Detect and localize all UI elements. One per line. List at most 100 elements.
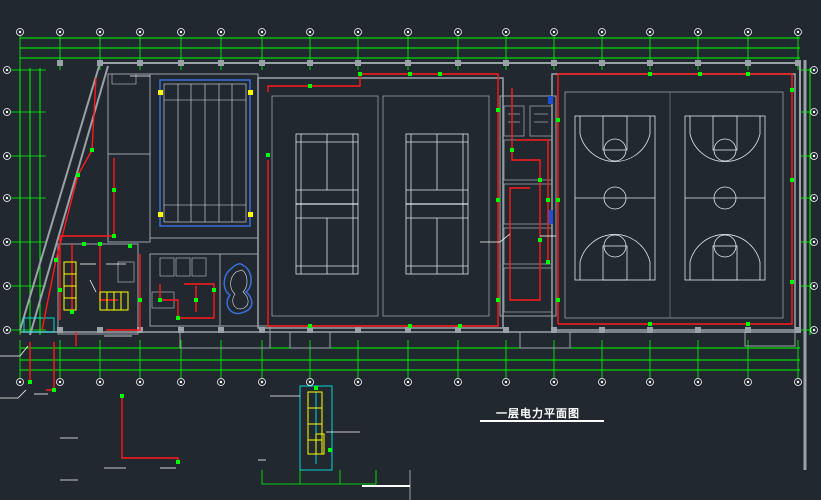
power-outlet-icon: [648, 322, 652, 326]
power-outlet-icon: [556, 298, 560, 302]
axis-bubble-dot: [504, 30, 508, 34]
circle-axis-marker-icon: [550, 28, 558, 36]
axis-bubble-dot: [552, 30, 556, 34]
stair-main: [299, 385, 333, 471]
column-marker: [405, 327, 411, 333]
axis-bubble-dot: [648, 380, 652, 384]
power-outlet-icon: [90, 148, 94, 152]
power-outlet-icon: [496, 198, 500, 202]
axis-bubble-dot: [5, 110, 9, 114]
circle-axis-marker-icon: [56, 378, 64, 386]
axis-bubble-dot: [5, 240, 9, 244]
power-outlet-icon: [176, 316, 180, 320]
axis-bubble-dot: [138, 380, 142, 384]
power-outlet-icon: [546, 198, 550, 202]
power-outlet-icon: [556, 118, 560, 122]
power-outlet-icon: [546, 260, 550, 264]
circle-axis-marker-icon: [694, 378, 702, 386]
power-outlet-icon: [496, 298, 500, 302]
power-outlet-icon: [698, 72, 702, 76]
riser-marker-2: [548, 96, 553, 104]
power-outlet-icon: [408, 324, 412, 328]
axis-bubble-dot: [812, 240, 816, 244]
power-outlet-icon: [76, 173, 80, 177]
axis-dimension-lines: [19, 37, 811, 371]
circle-axis-marker-icon: [598, 28, 606, 36]
circle-axis-marker-icon: [794, 28, 802, 36]
power-outlet-icon: [52, 388, 56, 392]
power-outlet-icon: [138, 298, 142, 302]
power-outlet-icon: [308, 324, 312, 328]
column-marker: [57, 327, 63, 333]
axis-bubbles-top: [16, 28, 802, 36]
stair-dimension: [261, 470, 377, 485]
axis-bubble-dot: [219, 380, 223, 384]
axis-bubble-dot: [356, 30, 360, 34]
circle-axis-marker-icon: [794, 378, 802, 386]
power-outlet-icon: [112, 188, 116, 192]
axis-bubble-dot: [812, 110, 816, 114]
power-outlet-icon: [128, 244, 132, 248]
power-outlet-icon: [82, 242, 86, 246]
axis-bubble-dot: [308, 30, 312, 34]
axis-bubble-dot: [260, 380, 264, 384]
column-marker: [745, 60, 751, 66]
axis-bubble-dot: [219, 30, 223, 34]
column-marker: [647, 327, 653, 333]
distribution-panels: [63, 261, 325, 455]
column-marker: [307, 60, 313, 66]
circle-axis-marker-icon: [454, 28, 462, 36]
column-marker: [218, 327, 224, 333]
drawing-title: 一层电力平面图: [496, 407, 580, 420]
service-core-rooms: [503, 105, 553, 313]
riser-marker: [548, 210, 553, 224]
power-outlet-icon: [408, 72, 412, 76]
axis-bubble-dot: [98, 380, 102, 384]
axis-bubble-dot: [696, 30, 700, 34]
power-outlet-icon: [648, 72, 652, 76]
power-outlet-icon: [746, 72, 750, 76]
column-marker: [695, 60, 701, 66]
circle-axis-marker-icon: [404, 378, 412, 386]
column-marker: [599, 60, 605, 66]
axis-bubble-dot: [812, 328, 816, 332]
circle-axis-marker-icon: [136, 28, 144, 36]
circle-axis-marker-icon: [16, 378, 24, 386]
axis-bubble-dot: [5, 328, 9, 332]
power-outlets: [28, 72, 794, 464]
axis-bubble-dot: [456, 30, 460, 34]
circle-axis-marker-icon: [550, 378, 558, 386]
column-marker: [503, 60, 509, 66]
column-marker: [647, 60, 653, 66]
circle-axis-marker-icon: [694, 28, 702, 36]
power-outlet-icon: [438, 72, 442, 76]
axis-bubbles-bottom: [16, 378, 802, 386]
power-outlet-icon: [194, 298, 198, 302]
column-marker: [551, 60, 557, 66]
axis-bubble-dot: [5, 68, 9, 72]
column-marker: [455, 327, 461, 333]
axis-bubble-dot: [456, 380, 460, 384]
power-outlet-icon: [790, 178, 794, 182]
axis-bubble-dot: [812, 68, 816, 72]
axis-bubble-dot: [5, 196, 9, 200]
power-outlet-icon: [496, 108, 500, 112]
axis-bubble-dot: [600, 380, 604, 384]
power-outlet-icon: [176, 460, 180, 464]
power-outlet-icon: [212, 288, 216, 292]
power-outlet-icon: [538, 238, 542, 242]
column-marker: [745, 327, 751, 333]
column-marker: [795, 327, 801, 333]
power-outlet-icon: [510, 148, 514, 152]
circle-axis-marker-icon: [96, 378, 104, 386]
axis-bubble-dot: [18, 30, 22, 34]
drawing-title-underline: [480, 420, 604, 422]
column-marker: [97, 327, 103, 333]
column-marker: [455, 60, 461, 66]
axis-bubble-dot: [18, 380, 22, 384]
power-outlet-icon: [458, 324, 462, 328]
column-marker: [178, 327, 184, 333]
axis-bubble-dot: [179, 380, 183, 384]
axis-bubble-dot: [5, 284, 9, 288]
column-marker: [695, 327, 701, 333]
